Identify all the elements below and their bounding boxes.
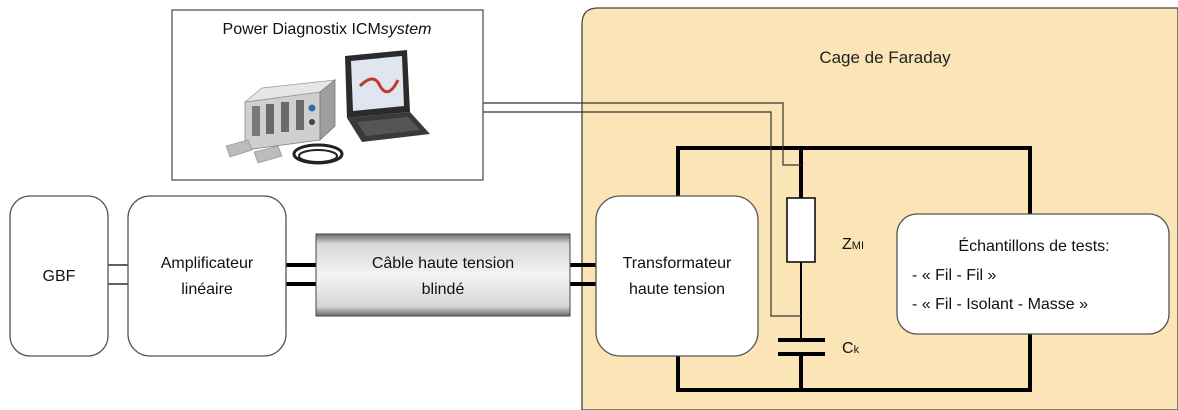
block-connections — [108, 263, 596, 286]
amplifier-box — [127, 195, 287, 357]
icm-instrument-image — [225, 50, 430, 165]
hv-cable-label-line2: blindé — [422, 281, 465, 298]
transformer-label-line2: haute tension — [629, 281, 725, 298]
impedance-zmi-symbol — [786, 197, 816, 263]
transformer-block: Transformateur haute tension — [595, 195, 759, 357]
test-samples-item-1: - « Fil - Fil » — [912, 267, 997, 284]
faraday-cage-label: Cage de Faraday — [819, 48, 951, 67]
measurement-cable — [483, 102, 801, 317]
icm-system-title: Power Diagnostix ICMsystem — [223, 21, 432, 38]
transformer-box — [595, 195, 759, 357]
amplifier-label-line2: linéaire — [181, 281, 233, 298]
test-samples-title: Échantillons de tests: — [958, 236, 1109, 255]
gbf-box — [9, 195, 109, 357]
hv-cable-block: Câble haute tension blindé — [315, 233, 571, 317]
test-samples-item-2: - « Fil - Isolant - Masse » — [912, 296, 1088, 313]
icm-system: Power Diagnostix ICMsystem — [171, 9, 484, 181]
impedance-zmi-label: ZMI — [842, 236, 864, 253]
test-samples-box — [896, 213, 1170, 335]
capacitor-ck-label: Ck — [842, 340, 860, 357]
transformer-label-line1: Transformateur — [623, 255, 732, 272]
measurement-cable-line-1 — [483, 102, 801, 166]
hv-cable-label-line1: Câble haute tension — [372, 255, 514, 272]
gbf-block: GBF — [9, 195, 109, 357]
gbf-label: GBF — [43, 268, 76, 285]
measurement-cable-line-2 — [483, 111, 801, 317]
hv-cable-body — [315, 233, 571, 317]
coupling-branch: ZMI Ck — [778, 197, 864, 390]
amplifier-label-line1: Amplificateur — [161, 255, 254, 272]
test-samples-block: Échantillons de tests: - « Fil - Fil » -… — [896, 213, 1170, 335]
amplifier-block: Amplificateur linéaire — [127, 195, 287, 357]
